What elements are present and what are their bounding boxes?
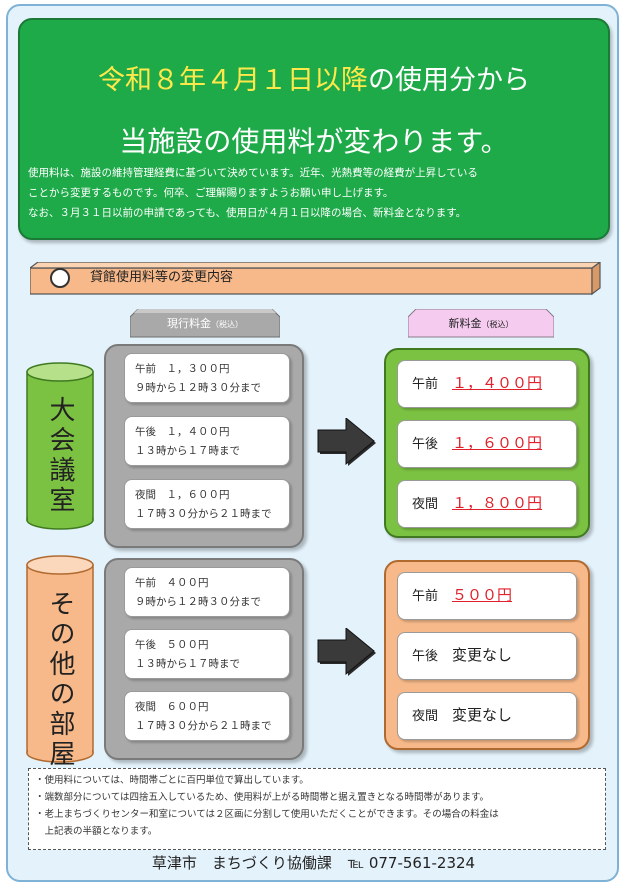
intro-line: ことから変更するものです。何卒、ご理解賜りますようお願い申し上げます。 <box>28 187 394 199</box>
new-price: １，６００円 <box>452 434 543 452</box>
room2-new-pm: 午後変更なし <box>397 632 577 680</box>
title-highlight: 令和８年４月１日以降 <box>98 65 368 96</box>
new-fee-tab-shape <box>408 309 554 338</box>
room1-name: 大会議室 <box>45 396 75 516</box>
time-line: １３時から１７時まで <box>135 445 240 457</box>
note-line: ・老上まちづくりセンター和室については２区画に分割して使用いただくことができます… <box>35 809 499 820</box>
fee-line: 午前 ４００円 <box>135 577 209 589</box>
section-title: 貸館使用料等の変更内容 <box>90 270 234 285</box>
room1-cylinder <box>26 362 94 530</box>
room1-current-pm: 午後 １，４００円 １３時から１７時まで <box>124 416 290 466</box>
main-title-line1: 令和８年４月１日以降の使用分から <box>20 64 608 98</box>
current-fee-tab: 現行料金（税込） <box>130 311 280 337</box>
no-change-label: 変更なし <box>452 706 513 724</box>
time-line: １３時から１７時まで <box>135 658 240 670</box>
title-rest: の使用分から <box>368 65 530 96</box>
header-panel: 令和８年４月１日以降の使用分から 当施設の使用料が変わります。 <box>18 18 610 240</box>
intro-line: 使用料は、施設の維持管理経費に基づいて決めています。近年、光熱費等の経費が上昇し… <box>28 167 478 179</box>
fee-line: 夜間 １，６００円 <box>135 489 230 501</box>
tel-label: ℡ <box>347 854 365 872</box>
room1-new-night: 夜間 １，８００円 <box>397 480 577 528</box>
current-fee-tax: （税込） <box>211 320 243 329</box>
footer-contact: 草津市 まちづくり協働課 ℡ 077-561-2324 <box>0 852 627 874</box>
current-fee-tab-shape <box>130 309 280 338</box>
room2-current-am: 午前 ４００円 ９時から１２時３０分まで <box>124 567 290 617</box>
current-fee-label: 現行料金 <box>167 317 211 330</box>
room2-new-night: 夜間変更なし <box>397 692 577 740</box>
footer-org: 草津市 まちづくり協働課 <box>151 854 332 872</box>
tel-number: 077-561-2324 <box>368 854 476 872</box>
circle-bullet-icon <box>50 268 70 288</box>
new-price: １，８００円 <box>452 494 543 512</box>
main-title-line2: 当施設の使用料が変わります。 <box>119 125 509 158</box>
room2-cylinder <box>26 555 94 763</box>
time-line: １７時３０分から２１時まで <box>135 720 272 732</box>
period-label: 夜間 <box>412 709 439 724</box>
period-label: 午前 <box>412 589 439 604</box>
right-arrow-icon <box>317 628 376 676</box>
new-price: １，４００円 <box>452 374 543 392</box>
new-fee-tax: （税込） <box>481 320 514 329</box>
room2-current-pm: 午後 ５００円 １３時から１７時まで <box>124 629 290 679</box>
fee-line: 午前 １，３００円 <box>135 363 230 375</box>
room2-current-night: 夜間 ６００円 １７時３０分から２１時まで <box>124 691 290 741</box>
room2-new-am: 午前 ５００円 <box>397 572 577 620</box>
right-arrow-icon <box>317 418 376 466</box>
no-change-label: 変更なし <box>452 646 513 664</box>
room1-current-am: 午前 １，３００円 ９時から１２時３０分まで <box>124 353 290 403</box>
section-bar <box>30 262 601 296</box>
new-price: ５００円 <box>452 586 513 604</box>
period-label: 午後 <box>412 437 439 452</box>
new-fee-tab: 新料金（税込） <box>408 311 554 337</box>
room1-new-pm: 午後 １，６００円 <box>397 420 577 468</box>
fee-line: 夜間 ６００円 <box>135 701 209 713</box>
fee-line: 午後 ５００円 <box>135 639 209 651</box>
note-line: ・使用料については、時間帯ごとに百円単位で算出しています。 <box>35 775 309 786</box>
time-line: １７時３０分から２１時まで <box>135 508 272 520</box>
period-label: 夜間 <box>412 497 439 512</box>
intro-line: なお、３月３１日以前の申請であっても、使用日が４月１日以降の場合、新料金となりま… <box>28 207 467 219</box>
room1-new-am: 午前 １，４００円 <box>397 360 577 408</box>
note-line: 上記表の半額となります。 <box>35 826 158 837</box>
notes-box: ・使用料については、時間帯ごとに百円単位で算出しています。 ・端数部分については… <box>28 768 606 850</box>
intro-text: 使用料は、施設の維持管理経費に基づいて決めています。近年、光熱費等の経費が上昇し… <box>28 163 603 223</box>
room2-name: その他の部屋 <box>45 590 75 770</box>
fee-line: 午後 １，４００円 <box>135 426 230 438</box>
period-label: 午後 <box>412 649 439 664</box>
time-line: ９時から１２時３０分まで <box>135 596 261 608</box>
period-label: 午前 <box>412 377 439 392</box>
time-line: ９時から１２時３０分まで <box>135 382 261 394</box>
new-fee-label: 新料金 <box>448 317 482 330</box>
note-line: ・端数部分については四捨五入しているため、使用料が上がる時間帯と据え置きとなる時… <box>35 792 490 803</box>
room1-current-night: 夜間 １，６００円 １７時３０分から２１時まで <box>124 479 290 529</box>
section-bar-shape <box>30 262 601 296</box>
